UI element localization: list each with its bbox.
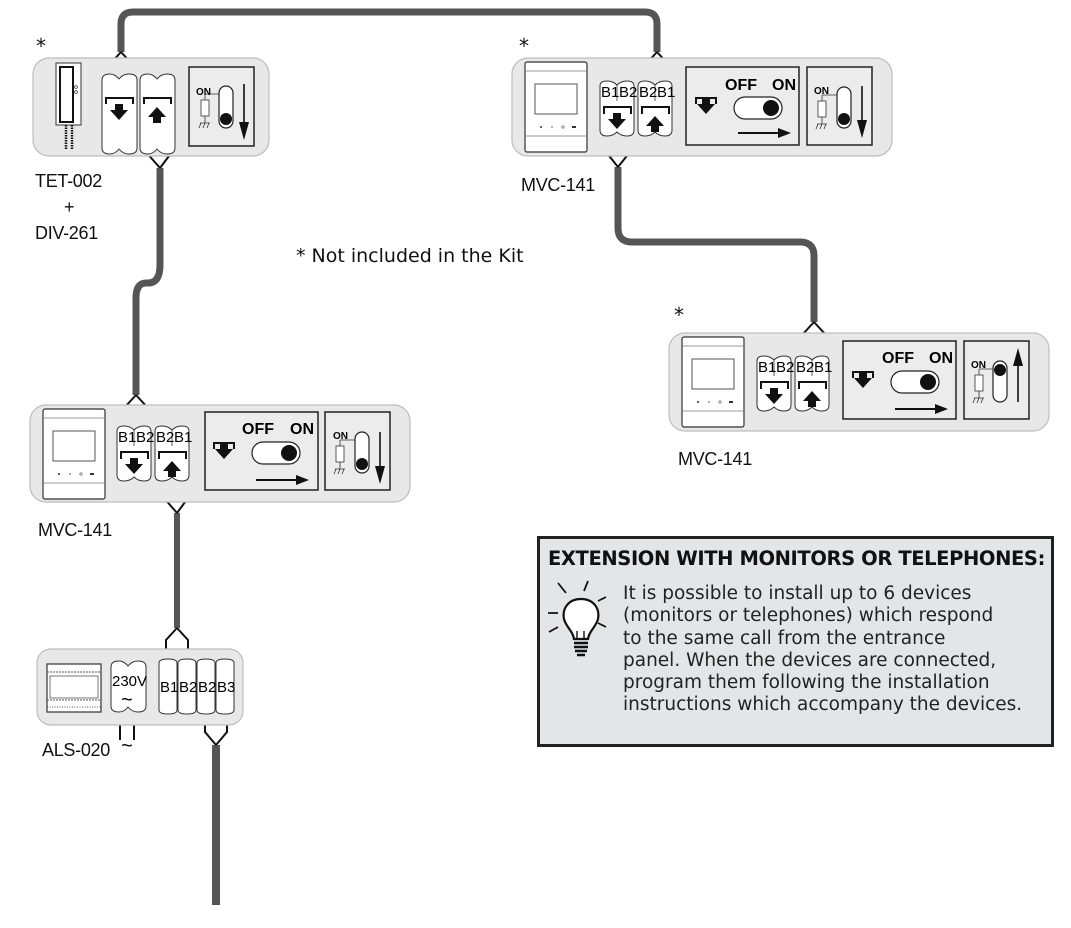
terminal-pair-in [599, 80, 635, 137]
terminal-label: B1 [174, 429, 192, 446]
switch-on-label: ON [772, 77, 796, 94]
terminal-label: B2 [776, 359, 794, 376]
termination-dip-switch [324, 411, 391, 491]
als020-panel [36, 648, 244, 726]
not-included-marker: * [674, 303, 684, 327]
tet002-panel [32, 57, 270, 157]
device-label-mvc-right: MVC-141 [678, 449, 752, 469]
info-box: EXTENSION WITH MONITORS OR TELEPHONES: I… [537, 536, 1054, 747]
terminal-label: B2 [619, 84, 637, 101]
mvc-top-panel [511, 57, 893, 157]
terminal-label: B2 [156, 429, 174, 446]
terminal-pair-out [154, 425, 190, 482]
device-label-tet002: TET-002 [35, 171, 102, 191]
termination-dip-switch [188, 66, 255, 147]
tilde-symbol: ~ [121, 689, 133, 711]
switch-off-label: OFF [725, 77, 757, 94]
terminal-label: B1 [160, 679, 178, 696]
terminal-label: B1 [657, 84, 675, 101]
terminal-block-out [139, 73, 176, 155]
terminal-label: B3 [217, 679, 235, 696]
dip-on-label: ON [333, 431, 348, 442]
device-label-plus: + [64, 197, 75, 217]
info-line: It is possible to install up to 6 device… [623, 583, 972, 604]
info-box-body: It is possible to install up to 6 device… [623, 583, 1053, 717]
terminal-label: B2 [796, 359, 814, 376]
terminal-block-in [101, 73, 138, 155]
terminal-pair-in [116, 425, 152, 482]
dip-on-label: ON [971, 360, 986, 371]
terminal-label: B1 [118, 429, 136, 446]
info-box-title: EXTENSION WITH MONITORS OR TELEPHONES: [548, 547, 1045, 570]
info-line: program them following the installation [623, 672, 990, 694]
terminal-pair-out [794, 355, 830, 412]
not-included-marker: * [36, 34, 46, 58]
terminal-label: B1 [601, 84, 619, 101]
termination-dip-switch [963, 340, 1030, 420]
terminal-pair-out [637, 80, 673, 137]
device-label-div261: DIV-261 [35, 223, 98, 243]
dip-on-label: ON [814, 86, 829, 97]
terminal-label: B2 [639, 84, 657, 101]
cable-tet-to-mvc-top [117, 8, 661, 52]
switch-on-label: ON [929, 350, 953, 367]
mvc-left-panel [29, 404, 411, 503]
device-label-mvc-left: MVC-141 [38, 520, 112, 540]
lightbulb-icon [548, 580, 607, 657]
power-label: 230V [112, 673, 147, 690]
switch-off-label: OFF [242, 421, 274, 438]
dip-on-label: ON [196, 87, 211, 98]
not-included-marker: * [519, 34, 529, 58]
terminal-label: B2 [179, 679, 197, 696]
terminal-pair-in [756, 355, 792, 412]
terminal-label: B2 [198, 679, 216, 696]
device-label-mvc-top: MVC-141 [521, 175, 595, 195]
mode-switch-box [685, 66, 800, 146]
ac-input-symbol: ~ [121, 735, 133, 757]
bus-terminal-block [158, 658, 235, 715]
switch-off-label: OFF [882, 350, 914, 367]
power-supply-icon [46, 663, 102, 713]
info-line: (monitors or telephones) which respond [623, 605, 994, 627]
cable-tet-to-mvc-left [132, 168, 164, 395]
terminal-label: B2 [136, 429, 154, 446]
terminal-label: B1 [814, 359, 832, 376]
info-line: instructions which accompany the devices… [623, 694, 1023, 716]
cable-mvc-top-to-mvc-right [614, 167, 818, 322]
mvc-right-panel [668, 332, 1050, 432]
device-label-als020: ALS-020 [42, 740, 110, 760]
cables [117, 8, 818, 905]
info-line: panel. When the devices are connected, [623, 649, 997, 671]
info-line: to the same call from the entrance [623, 627, 946, 649]
power-terminal-block [110, 660, 147, 713]
footnote-not-included: * Not included in the Kit [296, 245, 524, 267]
mode-switch-box [842, 340, 957, 420]
terminal-label: B1 [758, 359, 776, 376]
switch-on-label: ON [290, 421, 314, 438]
telephone-icon [55, 62, 82, 150]
termination-dip-switch [806, 66, 873, 146]
mode-switch-box [204, 411, 319, 491]
